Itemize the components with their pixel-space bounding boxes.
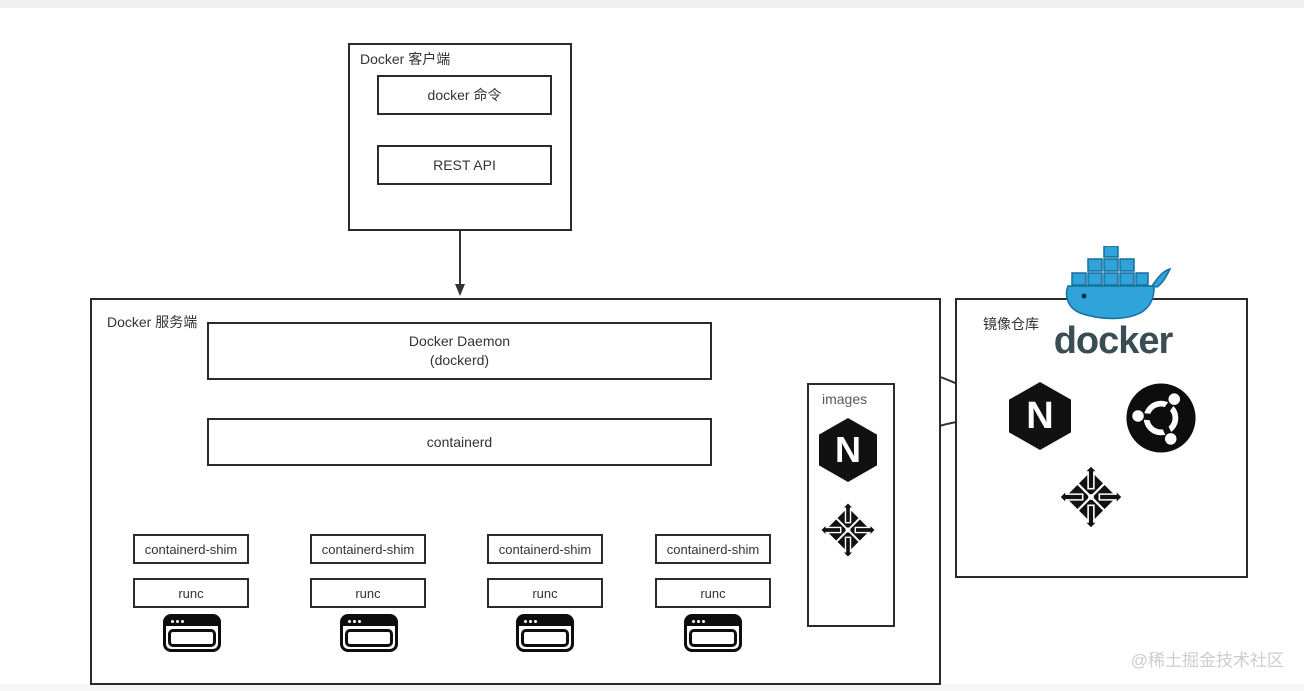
daemon-title: Docker Daemon (408, 333, 511, 350)
bottom-border-strip (0, 684, 1304, 691)
centos-icon (820, 502, 876, 558)
rest-api-box: REST API (377, 145, 552, 185)
images-title: images (822, 391, 868, 407)
runc-box-3: runc (487, 578, 603, 608)
docker-daemon-box: Docker Daemon (dockerd) (207, 322, 712, 380)
watermark: @稀土掘金技术社区 (1130, 651, 1284, 670)
registry-box (955, 298, 1248, 578)
centos-icon (1059, 465, 1123, 529)
runc-box-4: runc (655, 578, 771, 608)
docker-client-title: Docker 客户端 (360, 51, 451, 67)
runc-box-2: runc (310, 578, 426, 608)
docker-server-title: Docker 服务端 (107, 314, 198, 330)
containerd-shim-box-1: containerd-shim (133, 534, 249, 564)
docker-wordmark: docker (1053, 320, 1174, 362)
registry-title: 镜像仓库 (983, 316, 1039, 332)
runc-box-1: runc (133, 578, 249, 608)
ubuntu-icon (1126, 383, 1196, 453)
containerd-shim-box-3: containerd-shim (487, 534, 603, 564)
docker-client-box (348, 43, 572, 231)
containerd-shim-box-4: containerd-shim (655, 534, 771, 564)
top-border-strip (0, 0, 1304, 8)
docker-command-box: docker 命令 (377, 75, 552, 115)
container-window-icon (163, 614, 221, 652)
docker-whale-icon (1065, 246, 1172, 320)
container-window-icon (684, 614, 742, 652)
container-window-icon (516, 614, 574, 652)
container-window-icon (340, 614, 398, 652)
containerd-shim-box-2: containerd-shim (310, 534, 426, 564)
daemon-subtitle: (dockerd) (429, 352, 490, 368)
containerd-box: containerd (207, 418, 712, 466)
